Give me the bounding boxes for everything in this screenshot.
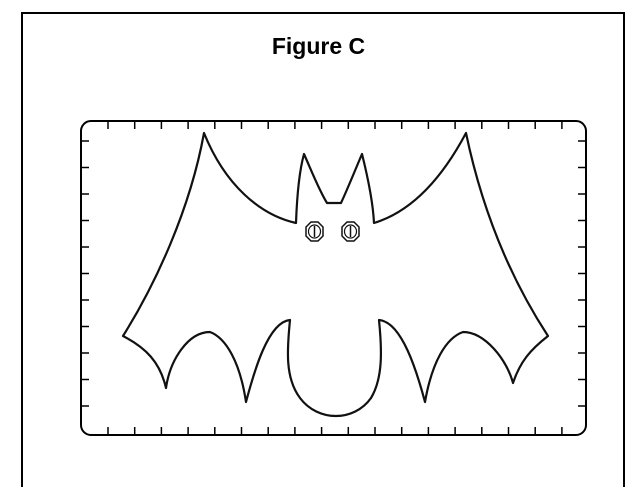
figure-frame xyxy=(21,12,625,487)
left-eye-icon xyxy=(305,221,324,242)
grid-ticks xyxy=(81,121,586,435)
figure-title: Figure C xyxy=(271,33,366,59)
right-eye-icon xyxy=(341,221,360,242)
bat-silhouette xyxy=(121,131,550,418)
grid-board xyxy=(80,120,587,436)
